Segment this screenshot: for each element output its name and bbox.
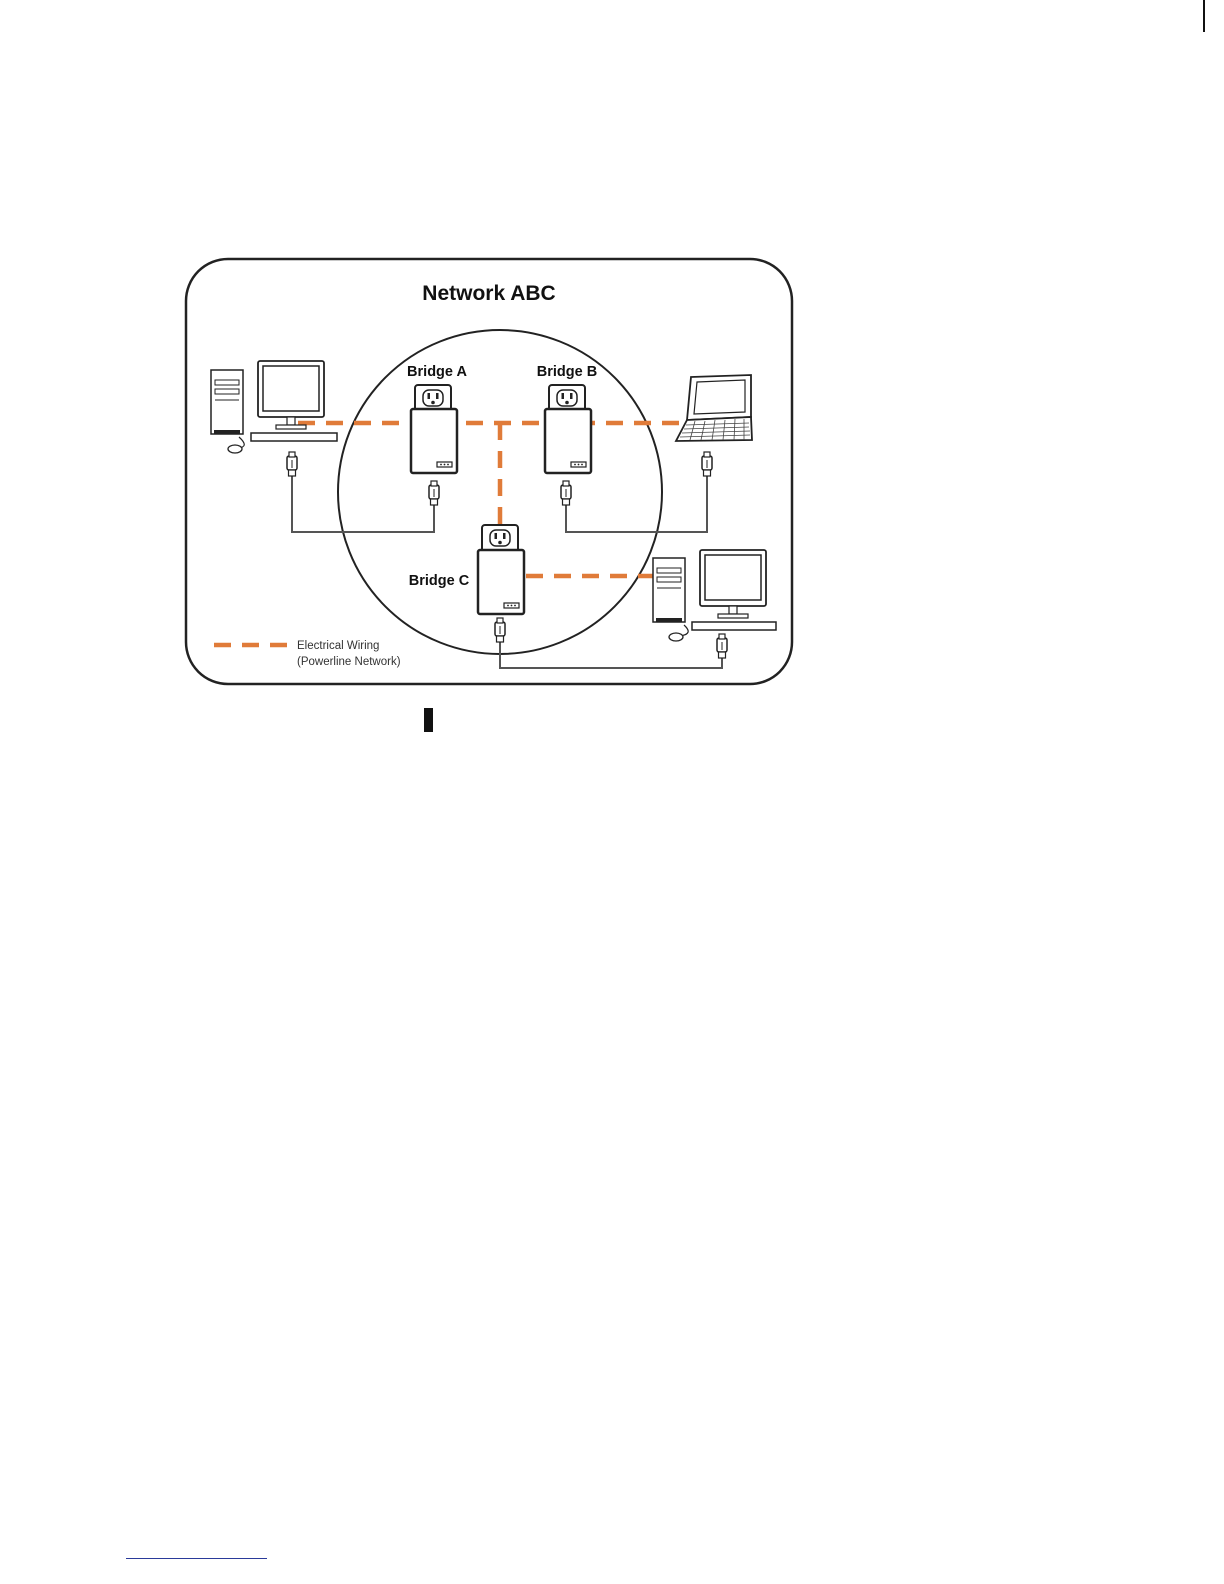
network-boundary (186, 259, 792, 684)
legend: Electrical Wiring (Powerline Network) (214, 640, 401, 668)
bridge-c (478, 525, 524, 642)
legend-label-line1: Electrical Wiring (297, 640, 379, 652)
bridge-a-label: Bridge A (407, 364, 467, 380)
laptop-computer (676, 375, 752, 476)
desktop-computer-right (653, 550, 776, 658)
network-diagram: Network ABC Bridge A Bridge B (0, 0, 1224, 760)
footnote-rule (126, 1558, 267, 1559)
bridge-b (545, 385, 591, 505)
desktop-computer-left (211, 361, 337, 476)
bridge-a (411, 385, 457, 505)
legend-label-line2: (Powerline Network) (297, 656, 401, 668)
bridge-b-label: Bridge B (537, 364, 597, 380)
text-cursor-mark (424, 708, 433, 732)
bridge-c-label: Bridge C (409, 573, 470, 589)
diagram-title: Network ABC (422, 282, 555, 305)
